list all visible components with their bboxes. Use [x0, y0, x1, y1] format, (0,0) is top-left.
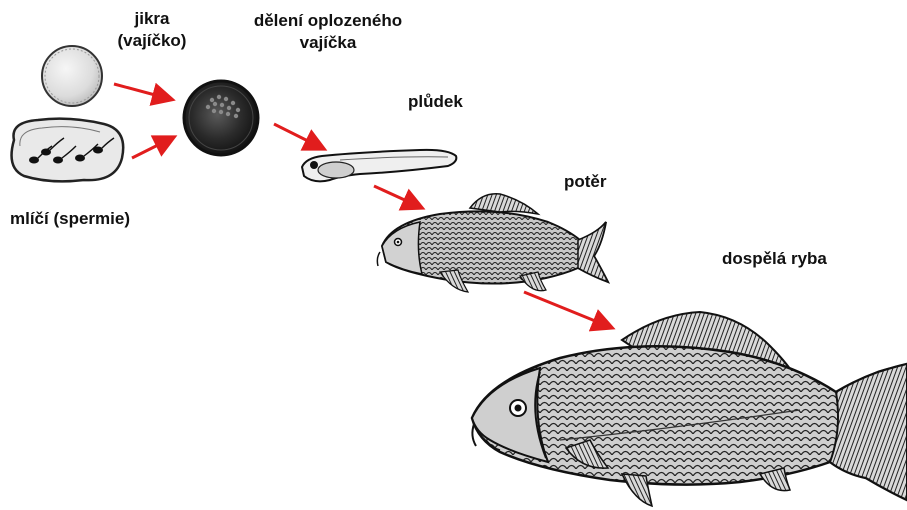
division-label-line2: vajíčka [228, 32, 428, 54]
larva-icon [302, 150, 456, 181]
egg-label-line2: (vajíčko) [97, 30, 207, 52]
egg-label-line1: jikra [97, 8, 207, 30]
milt-label: mlíčí (spermie) [10, 208, 130, 230]
arrow-milt-to-division [132, 138, 172, 158]
sperm-cells-icon [12, 119, 124, 182]
egg-icon [42, 46, 102, 106]
fry-label: potěr [564, 171, 607, 193]
fry-fish-icon [377, 194, 608, 292]
egg-label: jikra (vajíčko) [97, 8, 207, 52]
arrow-fry-to-adult [524, 292, 610, 327]
arrow-egg-to-division [114, 84, 170, 99]
division-label: dělení oplozeného vajíčka [228, 10, 428, 54]
dividing-egg-icon [184, 81, 258, 155]
larva-label: plůdek [408, 91, 463, 113]
arrow-larva-to-fry [374, 186, 420, 207]
adult-carp-icon [472, 312, 907, 506]
division-label-line1: dělení oplozeného [228, 10, 428, 32]
arrow-division-to-larva [274, 124, 322, 148]
adult-label: dospělá ryba [722, 248, 827, 270]
